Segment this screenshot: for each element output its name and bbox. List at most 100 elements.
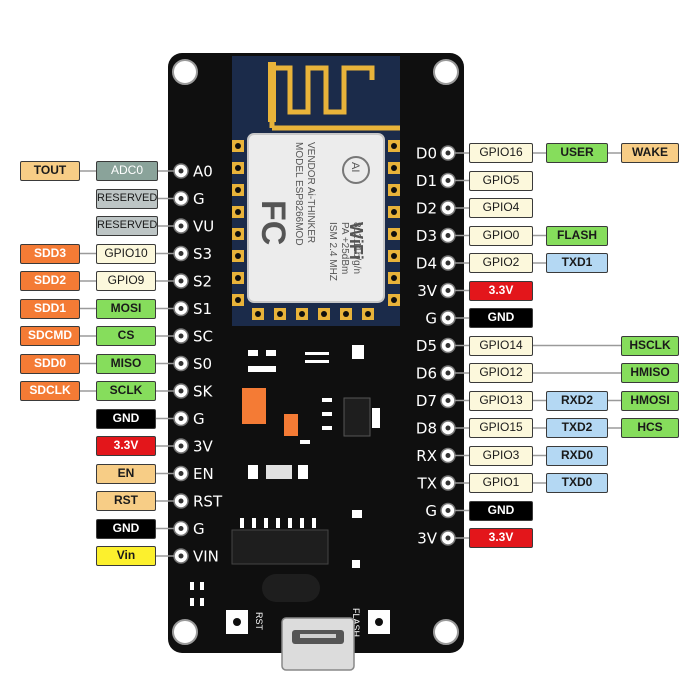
- tag-gnd: GND: [469, 500, 533, 521]
- tag-sdd3: SDD3: [20, 243, 80, 264]
- tag-gpio12: GPIO12: [469, 363, 533, 383]
- pin-label-d2: D2: [416, 200, 437, 218]
- pin-label-d1: D1: [416, 172, 437, 190]
- pin-label-d0: D0: [416, 145, 437, 163]
- tag-adc0: ADC0: [96, 161, 158, 181]
- pin-label-s3: S3: [193, 245, 212, 263]
- tag-sdcmd: SDCMD: [20, 326, 80, 346]
- svg-text:802.11b/g/n: 802.11b/g/n: [351, 222, 362, 274]
- tag-hmosi: HMOSI: [621, 390, 679, 411]
- tag-3-3v: 3.3V: [96, 436, 156, 456]
- tag-hmiso: HMISO: [621, 363, 679, 383]
- pin-label-vin: VIN: [193, 548, 219, 566]
- fcc-logo: FC: [254, 200, 292, 245]
- tag-gpio14: GPIO14: [469, 335, 533, 356]
- tag-gnd: GND: [469, 308, 533, 328]
- regulator: [343, 397, 371, 437]
- tag-gpio5: GPIO5: [469, 170, 533, 191]
- tag-hsclk: HSCLK: [621, 335, 679, 356]
- tag-gpio1: GPIO1: [469, 473, 533, 493]
- pin-label-a0: A0: [193, 163, 213, 181]
- tag-gpio0: GPIO0: [469, 225, 533, 246]
- tag-sdd1: SDD1: [20, 298, 80, 319]
- tag-gpio9: GPIO9: [96, 271, 156, 291]
- tag-user: USER: [546, 143, 608, 163]
- pin-label-d7: D7: [416, 392, 437, 410]
- tag-rxd2: RXD2: [546, 390, 608, 411]
- tag-txd1: TXD1: [546, 253, 608, 273]
- flash-button-label: FLASH: [351, 608, 361, 637]
- tag-reserved: RESERVED: [96, 216, 158, 236]
- tag-wake: WAKE: [621, 143, 679, 163]
- tag-txd2: TXD2: [546, 418, 608, 438]
- tag-gnd: GND: [96, 408, 156, 429]
- smd-components: [190, 345, 364, 606]
- svg-text:PA +25dBm: PA +25dBm: [339, 222, 350, 274]
- pin-label-g: G: [193, 190, 205, 208]
- tag-gpio15: GPIO15: [469, 418, 533, 438]
- pin-label-s1: S1: [193, 300, 212, 318]
- pin-label-3v: 3V: [417, 282, 438, 300]
- orange-component: [242, 388, 266, 424]
- tag-gpio10: GPIO10: [96, 243, 156, 264]
- rf-shield: [247, 133, 385, 303]
- antenna-trace: [269, 65, 400, 131]
- pin-label-s0: S0: [193, 355, 212, 373]
- mounting-holes: [172, 59, 459, 645]
- usb-shadow: [262, 574, 320, 602]
- pin-label-3v: 3V: [417, 530, 438, 548]
- pin-label-g: G: [193, 520, 205, 538]
- tag-3-3v: 3.3V: [469, 280, 533, 301]
- pin-label-d5: D5: [416, 337, 437, 355]
- tag-miso: MISO: [96, 353, 156, 374]
- tag-gpio16: GPIO16: [469, 143, 533, 163]
- pin-label-sk: SK: [193, 383, 214, 401]
- tag-gpio13: GPIO13: [469, 390, 533, 411]
- tag-txd0: TXD0: [546, 473, 608, 493]
- module-label-text: MODEL ESP8266MOD VENDOR Ai-THINKER ISM 2…: [293, 142, 362, 281]
- tag-sclk: SCLK: [96, 381, 156, 401]
- tag-rxd0: RXD0: [546, 445, 608, 466]
- tag-sdclk: SDCLK: [20, 381, 80, 401]
- pin-label-d3: D3: [416, 227, 437, 245]
- tag-vin: Vin: [96, 546, 156, 566]
- pin-label-d4: D4: [416, 255, 437, 273]
- pin-label-d6: D6: [416, 365, 437, 383]
- tag-gpio2: GPIO2: [469, 253, 533, 273]
- pin-label-g: G: [193, 410, 205, 428]
- tag-hcs: HCS: [621, 418, 679, 438]
- tag-reserved: RESERVED: [96, 188, 158, 209]
- tag-cs: CS: [96, 326, 156, 346]
- tag-sdd0: SDD0: [20, 353, 80, 374]
- pin-label-rx: RX: [416, 447, 437, 465]
- pin-label-g: G: [425, 502, 437, 520]
- tag-flash: FLASH: [546, 225, 608, 246]
- tag-tout: TOUT: [20, 161, 80, 181]
- pin-label-sc: SC: [193, 328, 213, 346]
- rst-button-label: RST: [254, 612, 264, 631]
- tag-gpio4: GPIO4: [469, 198, 533, 218]
- pin-label-s2: S2: [193, 273, 212, 291]
- tag-gnd: GND: [96, 518, 156, 539]
- svg-text:MODEL ESP8266MOD: MODEL ESP8266MOD: [293, 142, 304, 246]
- usb-serial-chip: [231, 529, 329, 565]
- tag-sdd2: SDD2: [20, 271, 80, 291]
- pin-label-tx: TX: [417, 475, 437, 493]
- pin-label-3v: 3V: [193, 438, 214, 456]
- tag-mosi: MOSI: [96, 298, 156, 319]
- svg-text:AI: AI: [349, 162, 361, 172]
- pin-label-d8: D8: [416, 420, 437, 438]
- tag-3-3v: 3.3V: [469, 528, 533, 548]
- tag-gpio3: GPIO3: [469, 445, 533, 466]
- pin-label-en: EN: [193, 465, 214, 483]
- tag-rst: RST: [96, 491, 156, 511]
- svg-text:ISM 2.4 MHZ: ISM 2.4 MHZ: [327, 222, 338, 281]
- pin-label-rst: RST: [193, 493, 223, 511]
- svg-text:VENDOR Ai-THINKER: VENDOR Ai-THINKER: [305, 142, 316, 243]
- ai-logo: [342, 156, 370, 184]
- pin-label-vu: VU: [193, 218, 214, 236]
- tag-en: EN: [96, 463, 156, 484]
